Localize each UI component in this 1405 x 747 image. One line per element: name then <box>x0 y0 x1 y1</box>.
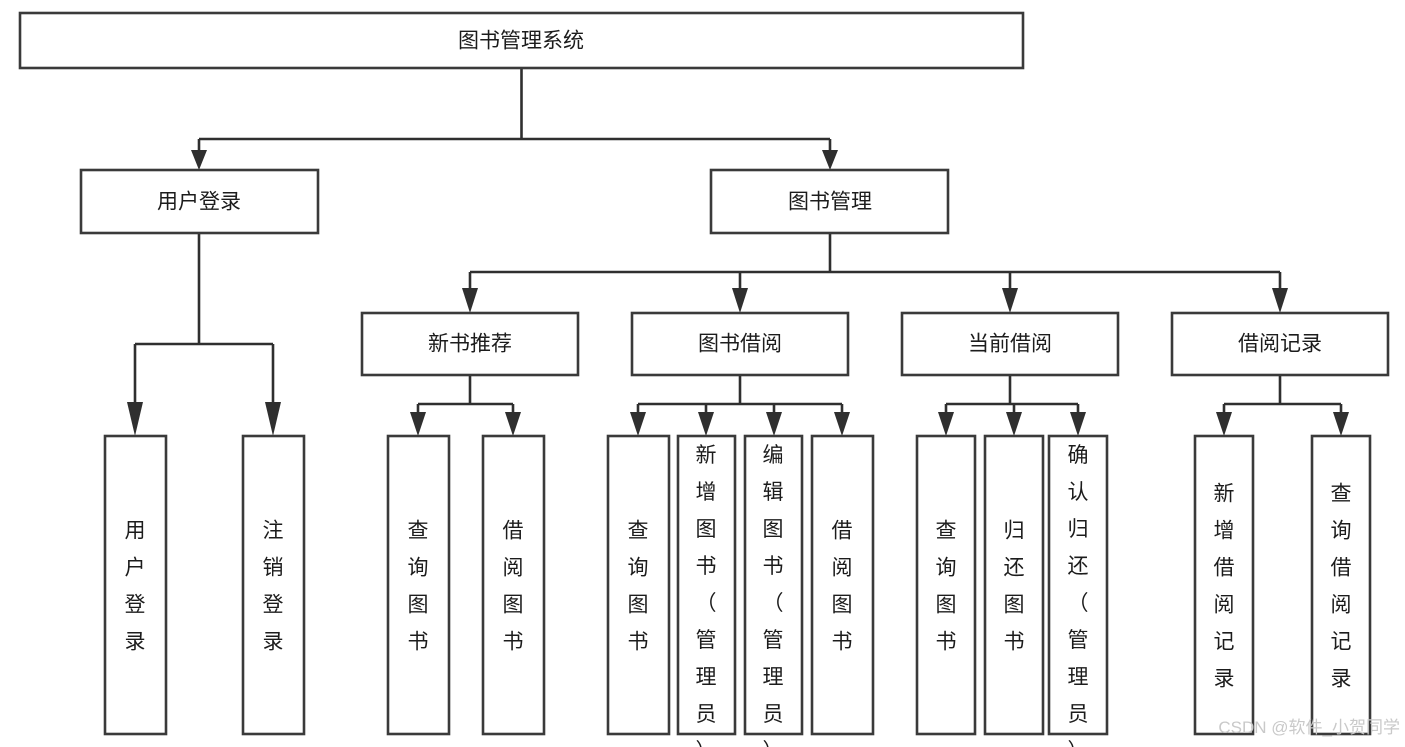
arrow-head-leaf-borrowrecord-2 <box>1333 412 1349 436</box>
node-book-borrow-label: 图书借阅 <box>698 333 782 356</box>
arrow-head-leaf-borrowrecord-1 <box>1216 412 1232 436</box>
node-book-management[interactable]: 图书管理 <box>709 168 950 235</box>
leaf-node[interactable]: 新增借阅记录 <box>1193 434 1255 736</box>
connector-group-bookborrow <box>630 375 850 436</box>
leaf-node[interactable]: 借阅图书 <box>810 434 875 736</box>
leaf-label: 用户登录 <box>125 520 146 654</box>
connector-group-userlogin <box>127 233 281 436</box>
leaf-label: 查询借阅记录 <box>1331 483 1352 691</box>
arrow-head-leaf-user-login-1 <box>127 402 143 436</box>
node-current-borrow-label: 当前借阅 <box>968 333 1052 356</box>
leaf-node[interactable]: 注销登录 <box>241 434 306 736</box>
arrow-head-leaf-currentborrow-3 <box>1070 412 1086 436</box>
arrow-head-userlogin <box>191 150 207 170</box>
arrow-head-bookborrow <box>732 288 748 313</box>
arrow-head-leaf-bookborrow-2 <box>698 412 714 436</box>
node-new-book-recommend-box[interactable] <box>360 311 580 377</box>
arrow-head-leaf-newbook-1 <box>410 412 426 436</box>
node-borrow-record-box[interactable] <box>1170 311 1390 377</box>
leaf-box-newbook-1[interactable] <box>386 434 451 736</box>
leaf-box-newbook-2[interactable] <box>481 434 546 736</box>
leaf-box-user-login-1[interactable] <box>103 434 168 736</box>
leaf-node[interactable]: 确认归还（管理员） <box>1047 434 1109 747</box>
node-book-borrow[interactable]: 图书借阅 <box>630 311 850 377</box>
arrow-head-leaf-currentborrow-2 <box>1006 412 1022 436</box>
connector-group-borrowrecord <box>1216 375 1349 436</box>
node-root-box[interactable] <box>18 11 1025 70</box>
leaf-label: 查询图书 <box>936 520 957 654</box>
leaf-box-currentborrow-1[interactable] <box>915 434 977 736</box>
connector-group-bookmgmt <box>462 233 1288 313</box>
connector-group-newbook <box>410 375 521 436</box>
arrow-head-leaf-bookborrow-4 <box>834 412 850 436</box>
leaf-label: 新增图书（管理员） <box>696 444 717 747</box>
leaf-box-bookborrow-2[interactable] <box>676 434 737 736</box>
node-root-system[interactable]: 图书管理系统 <box>18 11 1025 70</box>
node-new-book-recommend-label: 新书推荐 <box>428 333 512 356</box>
arrow-head-leaf-bookborrow-3 <box>766 412 782 436</box>
arrow-head-leaf-user-login-2 <box>265 402 281 436</box>
leaf-node[interactable]: 查询图书 <box>915 434 977 736</box>
leaf-box-bookborrow-1[interactable] <box>606 434 671 736</box>
leaf-label: 注销登录 <box>263 520 284 654</box>
connector-group-root <box>191 68 838 170</box>
leaf-box-borrowrecord-2[interactable] <box>1310 434 1372 736</box>
node-book-management-label: 图书管理 <box>788 191 872 214</box>
node-new-book-recommend[interactable]: 新书推荐 <box>360 311 580 377</box>
leaf-box-currentborrow-2[interactable] <box>983 434 1045 736</box>
arrow-head-newbook <box>462 288 478 313</box>
node-current-borrow-box[interactable] <box>900 311 1120 377</box>
arrow-head-leaf-bookborrow-1 <box>630 412 646 436</box>
leaf-node[interactable]: 查询图书 <box>606 434 671 736</box>
leaf-box-bookborrow-4[interactable] <box>810 434 875 736</box>
arrow-head-leaf-currentborrow-1 <box>938 412 954 436</box>
leaf-label: 借阅图书 <box>503 520 524 654</box>
leaf-node[interactable]: 新增图书（管理员） <box>676 434 737 747</box>
leaf-node[interactable]: 归还图书 <box>983 434 1045 736</box>
node-user-login-label: 用户登录 <box>157 191 241 214</box>
leaf-box-user-login-2[interactable] <box>241 434 306 736</box>
leaf-label: 归还图书 <box>1004 520 1025 654</box>
arrow-head-borrowrecord <box>1272 288 1288 313</box>
leaf-node[interactable]: 查询借阅记录 <box>1310 434 1372 736</box>
arrow-head-leaf-newbook-2 <box>505 412 521 436</box>
node-book-borrow-box[interactable] <box>630 311 850 377</box>
leaf-label: 编辑图书（管理员） <box>763 444 784 747</box>
leaf-label: 查询图书 <box>408 520 429 654</box>
arrow-head-bookmgmt <box>822 150 838 170</box>
watermark-text: CSDN @软件_小贺同学 <box>1218 718 1400 737</box>
leaf-node[interactable]: 查询图书 <box>386 434 451 736</box>
leaf-label: 新增借阅记录 <box>1214 483 1235 691</box>
node-current-borrow[interactable]: 当前借阅 <box>900 311 1120 377</box>
node-book-management-box[interactable] <box>709 168 950 235</box>
leaf-label: 借阅图书 <box>832 520 853 654</box>
arrow-head-currentborrow <box>1002 288 1018 313</box>
node-borrow-record[interactable]: 借阅记录 <box>1170 311 1390 377</box>
leaf-box-borrowrecord-1[interactable] <box>1193 434 1255 736</box>
connector-group-currentborrow <box>938 375 1086 436</box>
leaf-label: 查询图书 <box>628 520 649 654</box>
node-user-login[interactable]: 用户登录 <box>79 168 320 235</box>
leaf-node[interactable]: 编辑图书（管理员） <box>743 434 804 747</box>
leaf-node[interactable]: 用户登录 <box>103 434 168 736</box>
node-user-login-box[interactable] <box>79 168 320 235</box>
leaf-box-currentborrow-3[interactable] <box>1047 434 1109 736</box>
leaf-box-bookborrow-3[interactable] <box>743 434 804 736</box>
node-borrow-record-label: 借阅记录 <box>1238 333 1322 356</box>
leaf-node[interactable]: 借阅图书 <box>481 434 546 736</box>
node-root-label: 图书管理系统 <box>458 30 584 53</box>
leaf-label: 确认归还（管理员） <box>1068 444 1089 747</box>
